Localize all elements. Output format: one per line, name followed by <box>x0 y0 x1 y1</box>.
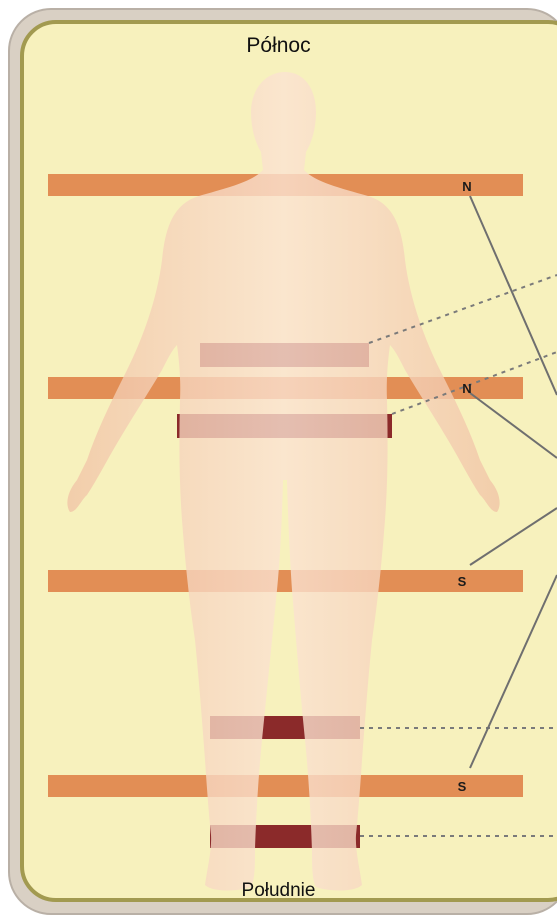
pole-label-2: N <box>457 381 477 396</box>
pole-label-1: N <box>457 179 477 194</box>
pole-label-4: S <box>452 779 472 794</box>
south-label: Południe <box>0 880 557 902</box>
pole-label-3: S <box>452 574 472 589</box>
north-label: Północ <box>0 34 557 58</box>
